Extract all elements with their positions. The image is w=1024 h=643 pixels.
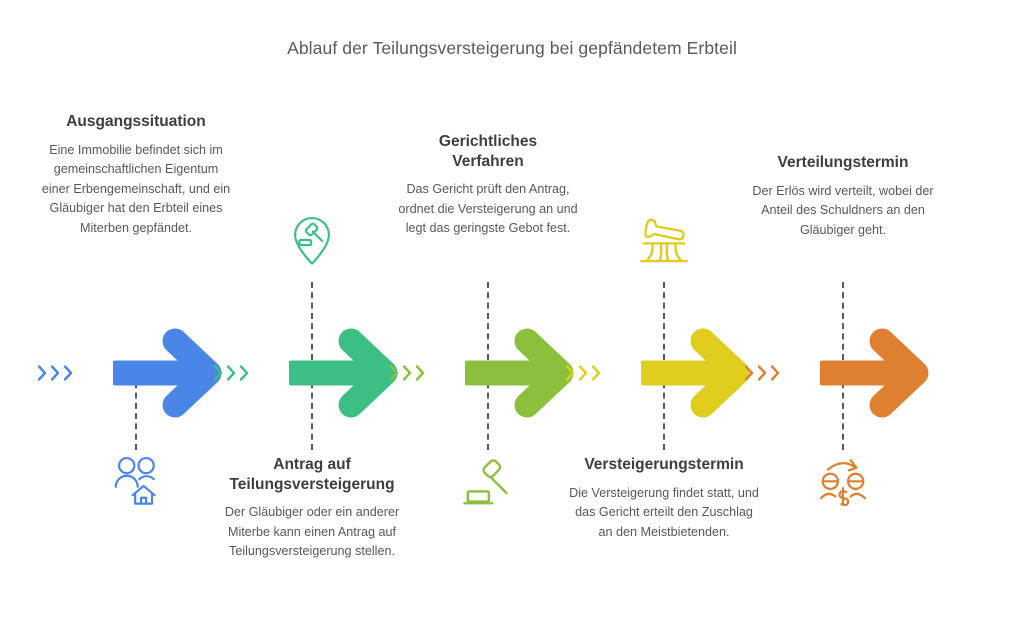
chevron-right-icon — [63, 365, 73, 381]
step-3-textblock: Gerichtliches Verfahren Das Gericht prüf… — [393, 132, 583, 239]
chevron-right-icon — [757, 365, 767, 381]
chevron-right-icon — [591, 365, 601, 381]
step-3-connector-line-up — [487, 282, 489, 360]
chevron-right-icon — [389, 365, 399, 381]
step-3-icon — [453, 448, 523, 518]
step-5-textblock: Verteilungstermin Der Erlös wird verteil… — [748, 153, 938, 240]
auction-podium-icon — [640, 218, 688, 263]
step-4-icon — [629, 205, 699, 275]
gavel-block-icon — [463, 459, 508, 505]
chevron-right-icon — [578, 365, 588, 381]
step-5-connector-line-down — [842, 372, 844, 450]
step-4-description: Die Versteigerung findet statt, und das … — [569, 485, 759, 539]
step-2-icon — [277, 205, 347, 275]
chevron-right-icon — [565, 365, 575, 381]
step-4-connector-line-up — [663, 282, 665, 360]
step-5-connector-line-up — [842, 282, 844, 360]
step-5-title: Verteilungstermin — [777, 154, 909, 171]
step-2-textblock: Antrag auf Teilungsversteigerung Der Glä… — [217, 455, 407, 562]
step-3-connector-line-down — [487, 372, 489, 450]
chevron-right-icon — [744, 365, 754, 381]
step-4-textblock: Versteigerungstermin Die Versteigerung f… — [569, 455, 759, 542]
step-1-chevrons — [37, 365, 74, 382]
chevron-right-icon — [239, 365, 249, 381]
step-5-chevrons — [744, 365, 781, 382]
map-pin-gavel-icon — [294, 216, 330, 265]
step-4-arrow-row — [559, 325, 769, 421]
chevron-right-icon — [402, 365, 412, 381]
step-5-icon — [808, 448, 878, 518]
step-3-title: Gerichtliches Verfahren — [438, 133, 538, 170]
step-1-arrow — [113, 328, 222, 418]
chevron-right-icon — [770, 365, 780, 381]
step-4-title: Versteigerungstermin — [584, 456, 744, 473]
step-1-description: Eine Immobilie befindet sich im gemeinsc… — [41, 142, 231, 235]
step-2-chevrons — [213, 365, 250, 382]
step-1-icon — [101, 445, 171, 515]
step-2-connector-line-up — [311, 282, 313, 360]
chevron-right-icon — [226, 365, 236, 381]
step-3-arrow-row — [383, 325, 593, 421]
chevron-right-icon — [37, 365, 47, 381]
step-4-arrow — [641, 328, 750, 418]
step-3-arrow — [465, 328, 574, 418]
chevron-right-icon — [415, 365, 425, 381]
step-4-connector-line-down — [663, 372, 665, 450]
step-5-description: Der Erlös wird verteilt, wobei der Antei… — [752, 183, 934, 237]
step-1-arrow-row — [31, 325, 241, 421]
chevron-right-icon — [213, 365, 223, 381]
step-1-connector-line — [135, 372, 137, 450]
step-3-description: Das Gericht prüft den Antrag, ordnet die… — [398, 182, 578, 236]
family-house-icon — [114, 456, 156, 505]
step-1-title: Ausgangssituation — [66, 113, 206, 130]
step-5-arrow — [820, 328, 929, 418]
step-2: Antrag auf Teilungsversteigerung Der Glä… — [207, 0, 417, 643]
page-title: Ablauf der Teilungsversteigerung bei gep… — [287, 38, 737, 58]
step-2-title: Antrag auf Teilungsversteigerung — [229, 456, 395, 493]
chevron-right-icon — [50, 365, 60, 381]
step-2-description: Der Gläubiger oder ein anderer Miterbe k… — [224, 505, 400, 559]
step-1: Ausgangssituation Eine Immobilie befinde… — [31, 0, 241, 643]
step-2-arrow — [289, 328, 398, 418]
step-2-arrow-row — [207, 325, 417, 421]
step-4-chevrons — [565, 365, 602, 382]
step-5: Verteilungstermin Der Erlös wird verteil… — [738, 0, 948, 643]
step-2-connector-line-down — [311, 372, 313, 450]
step-5-arrow-row — [738, 325, 948, 421]
step-1-textblock: Ausgangssituation Eine Immobilie befinde… — [41, 112, 231, 238]
step-3-chevrons — [389, 365, 426, 382]
step-3: Gerichtliches Verfahren Das Gericht prüf… — [383, 0, 593, 643]
step-4: Versteigerungstermin Die Versteigerung f… — [559, 0, 769, 643]
money-transfer-people-icon — [819, 459, 867, 507]
